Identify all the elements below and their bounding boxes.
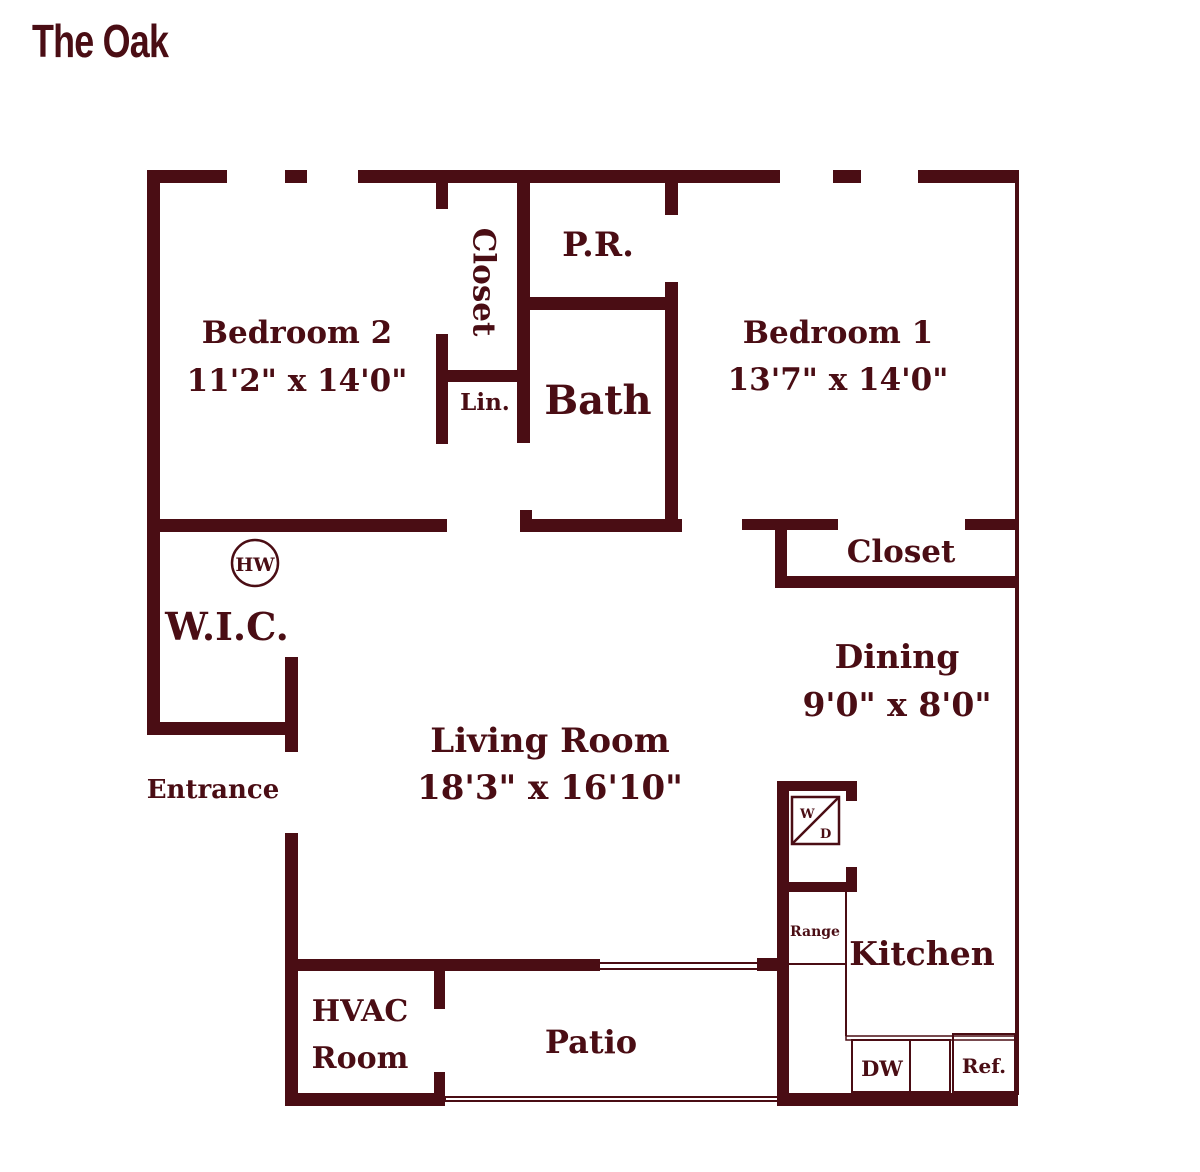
hvac-line2: Room xyxy=(312,1041,409,1076)
water-heater: HW xyxy=(230,538,280,588)
washer-dryer: W D xyxy=(790,795,841,846)
washer-label: W xyxy=(799,807,815,822)
living-room-dims: 18'3" x 16'10" xyxy=(417,768,683,808)
kitchen-label: Kitchen xyxy=(849,934,995,973)
bedroom1-dims: 13'7" x 14'0" xyxy=(728,362,949,398)
hw-label: HW xyxy=(235,554,275,576)
living-room-name: Living Room xyxy=(430,721,669,761)
linen-label: Lin. xyxy=(460,389,510,416)
bedroom2-name: Bedroom 2 xyxy=(202,315,392,351)
hvac-line1: HVAC xyxy=(312,994,408,1029)
range-label: Range xyxy=(790,924,840,940)
wic-label: W.I.C. xyxy=(164,604,289,649)
powder-room-label: P.R. xyxy=(562,225,634,265)
bedroom1-name: Bedroom 1 xyxy=(743,315,933,351)
dining-dims: 9'0" x 8'0" xyxy=(802,685,991,724)
kitchen-fixtures xyxy=(789,892,1017,1093)
bedroom1-closet-label: Closet xyxy=(847,534,956,570)
exterior-walls xyxy=(147,170,1019,1106)
closet-vertical-label: Closet xyxy=(466,228,502,337)
patio-label: Patio xyxy=(545,1023,637,1061)
dishwasher-label: DW xyxy=(861,1056,903,1081)
interior-walls xyxy=(147,183,1018,1106)
dryer-label: D xyxy=(820,827,831,842)
bedroom2-dims: 11'2" x 14'0" xyxy=(187,363,408,399)
dining-name: Dining xyxy=(835,637,960,676)
plan-title: The Oak xyxy=(32,15,169,67)
entrance-label: Entrance xyxy=(147,775,280,805)
refrigerator-label: Ref. xyxy=(962,1054,1006,1078)
bath-label: Bath xyxy=(544,377,651,424)
